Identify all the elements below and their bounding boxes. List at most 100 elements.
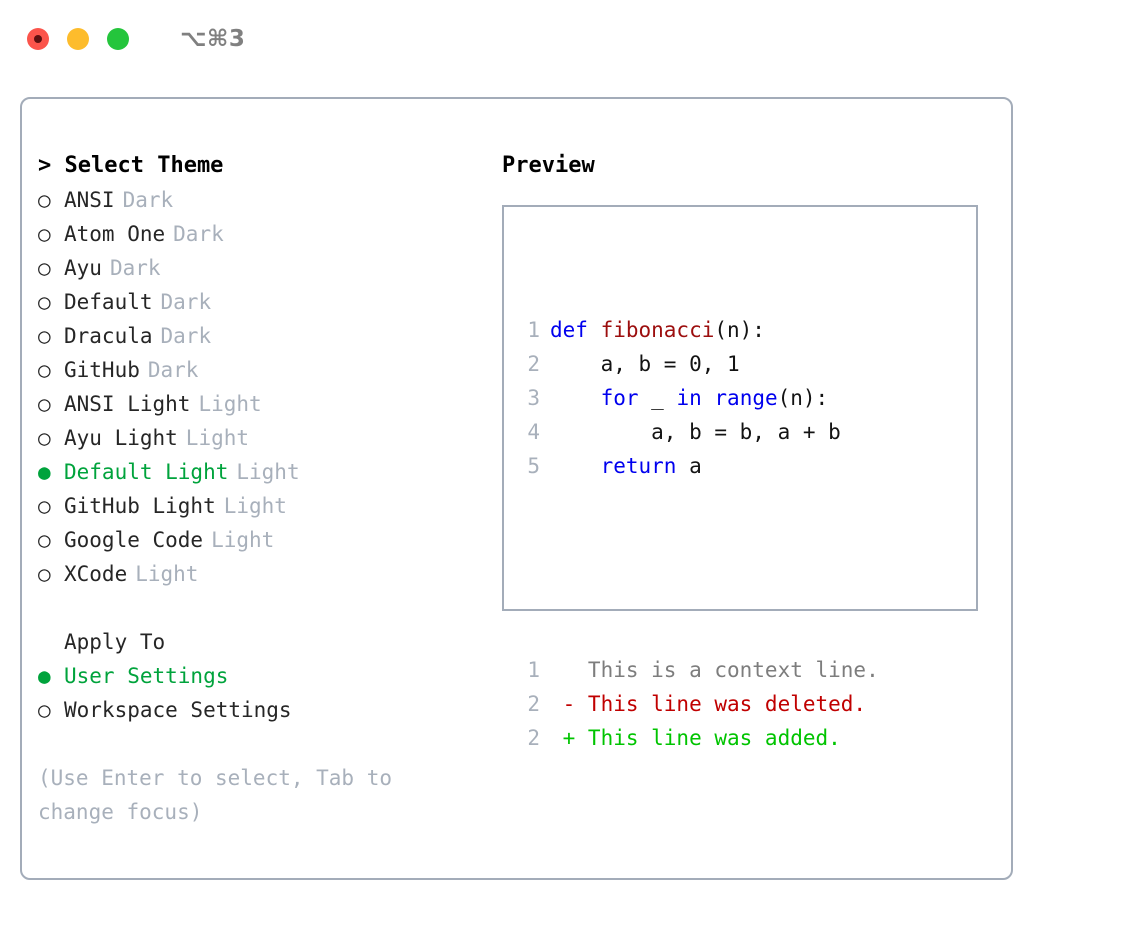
minimize-button-icon[interactable] <box>67 28 89 50</box>
theme-item-tag: Light <box>236 460 300 484</box>
theme-item[interactable]: ○ Atom One Dark <box>38 217 508 251</box>
code-token: _ <box>638 386 677 410</box>
theme-item[interactable]: ○ Ayu Light Light <box>38 421 508 455</box>
apply-to-item[interactable]: ● User Settings <box>38 659 508 693</box>
line-number: 1 <box>527 658 540 682</box>
close-button-icon[interactable] <box>27 28 49 50</box>
radio-selected-icon[interactable]: ● <box>38 460 51 484</box>
code-token: - This line was deleted. <box>550 692 867 716</box>
theme-item-label: Atom One <box>64 222 166 246</box>
code-token: This is a context line. <box>550 658 879 682</box>
radio-unselected-icon[interactable]: ○ <box>38 222 51 246</box>
spacer <box>38 591 508 625</box>
code-token <box>550 454 601 478</box>
theme-item-label: ANSI <box>64 188 115 212</box>
line-number: 2 <box>527 352 540 376</box>
theme-item[interactable]: ○ ANSI Light Light <box>38 387 508 421</box>
theme-item-label: Ayu Light <box>64 426 178 450</box>
theme-item-tag: Dark <box>160 290 212 314</box>
code-line: 2 a, b = 0, 1 <box>518 347 879 381</box>
line-number: 4 <box>527 420 540 444</box>
keyboard-hint: (Use Enter to select, Tab to change focu… <box>38 766 405 824</box>
theme-list-title: > Select Theme <box>38 153 224 178</box>
theme-item-label: Default <box>64 290 153 314</box>
line-number: 3 <box>527 386 540 410</box>
radio-unselected-icon[interactable]: ○ <box>38 290 51 314</box>
radio-unselected-icon[interactable]: ○ <box>38 358 51 382</box>
diff-line: 2 + This line was added. <box>518 721 879 755</box>
code-token: for <box>600 386 639 410</box>
radio-unselected-icon[interactable]: ○ <box>38 528 51 552</box>
theme-item-label: XCode <box>64 562 128 586</box>
radio-unselected-icon[interactable]: ○ <box>38 698 51 722</box>
apply-to-item[interactable]: ○ Workspace Settings <box>38 693 508 727</box>
apply-to-item-label: User Settings <box>64 664 229 688</box>
code-line: 5 return a <box>518 449 879 483</box>
theme-item[interactable]: ○ XCode Light <box>38 557 508 591</box>
code-token <box>550 386 601 410</box>
window-controls <box>27 28 129 50</box>
theme-item-tag: Dark <box>109 256 161 280</box>
code-token: (n): <box>714 318 765 342</box>
code-line: 1 def fibonacci(n): <box>518 313 879 347</box>
theme-item[interactable]: ● Default Light Light <box>38 455 508 489</box>
code-token: + This line was added. <box>550 726 841 750</box>
line-number: 1 <box>527 318 540 342</box>
theme-item-label: Default Light <box>64 460 229 484</box>
code-token: a, b = 0, 1 <box>550 352 740 376</box>
line-number: 2 <box>527 726 540 750</box>
title-bar: ⌥⌘3 <box>0 0 1140 78</box>
code-token: def <box>550 318 601 342</box>
radio-selected-icon[interactable]: ● <box>38 664 51 688</box>
theme-item[interactable]: ○ ANSI Dark <box>38 183 508 217</box>
theme-item-label: ANSI Light <box>64 392 191 416</box>
radio-unselected-icon[interactable]: ○ <box>38 426 51 450</box>
code-line: 4 a, b = b, a + b <box>518 415 879 449</box>
theme-item-tag: Dark <box>147 358 199 382</box>
code-blank-line <box>518 551 879 585</box>
radio-unselected-icon[interactable]: ○ <box>38 562 51 586</box>
radio-unselected-icon[interactable]: ○ <box>38 324 51 348</box>
theme-item-tag: Light <box>223 494 287 518</box>
keyboard-shortcut-label: ⌥⌘3 <box>180 26 246 52</box>
code-line: 3 for _ in range(n): <box>518 381 879 415</box>
radio-unselected-icon[interactable]: ○ <box>38 494 51 518</box>
code-token: a, b = b, a + b <box>550 420 841 444</box>
code-token: (n): <box>777 386 829 410</box>
maximize-button-icon[interactable] <box>107 28 129 50</box>
apply-to-item-label: Workspace Settings <box>64 698 292 722</box>
line-number: 5 <box>527 454 540 478</box>
diff-line: 1 This is a context line. <box>518 653 879 687</box>
theme-item-tag: Dark <box>173 222 224 246</box>
apply-to-title: Apply To <box>64 630 166 654</box>
code-token: return <box>600 454 677 478</box>
theme-item-tag: Light <box>198 392 262 416</box>
code-token <box>702 386 715 410</box>
radio-unselected-icon[interactable]: ○ <box>38 256 51 280</box>
theme-item-tag: Light <box>185 426 250 450</box>
theme-item-tag: Dark <box>122 188 174 212</box>
theme-item-tag: Light <box>211 528 275 552</box>
apply-to-list[interactable]: ● User Settings ○ Workspace Settings <box>38 659 508 727</box>
theme-item-tag: Light <box>135 562 199 586</box>
code-token: fibonacci <box>600 318 715 342</box>
radio-unselected-icon[interactable]: ○ <box>38 188 51 212</box>
code-token: a <box>676 454 702 478</box>
theme-item[interactable]: ○ Default Dark <box>38 285 508 319</box>
line-number: 2 <box>527 692 540 716</box>
radio-unselected-icon[interactable]: ○ <box>38 392 51 416</box>
code-token: in <box>676 386 702 410</box>
